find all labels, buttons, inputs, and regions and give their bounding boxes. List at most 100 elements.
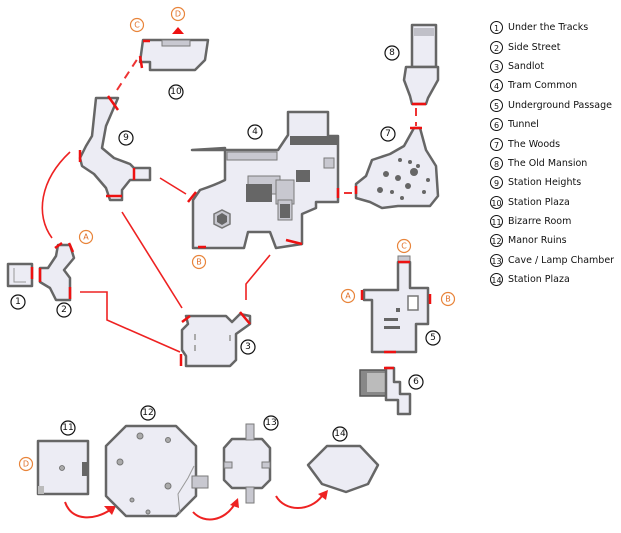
svg-text:8: 8 <box>389 48 395 58</box>
room-number-4: 4 <box>247 124 263 140</box>
legend-number: 1 <box>490 21 503 35</box>
room-number-8: 8 <box>384 45 400 61</box>
arrow-head-11-12 <box>104 506 116 515</box>
marker-d-plaza: D <box>170 6 186 22</box>
legend-label: Cave / Lamp Chamber <box>508 254 615 266</box>
svg-text:11: 11 <box>62 423 73 433</box>
marker-c-plaza: C <box>129 17 145 33</box>
room-number-3: 3 <box>240 339 256 355</box>
svg-text:D: D <box>175 10 181 19</box>
rocks <box>377 158 430 200</box>
legend-label: Station Heights <box>508 177 582 189</box>
svg-text:12: 12 <box>142 408 153 418</box>
svg-text:4: 4 <box>252 127 258 137</box>
svg-text:C: C <box>401 242 407 251</box>
legend-number: 10 <box>490 195 503 209</box>
svg-text:C: C <box>134 21 140 30</box>
svg-text:9: 9 <box>123 133 129 143</box>
room-number-10: 10 <box>168 84 184 100</box>
arrow-12-to-13 <box>192 504 235 521</box>
rocks <box>116 432 172 515</box>
room-manor-ruins[interactable] <box>104 424 209 518</box>
arrow-head-12-13 <box>230 498 239 508</box>
marker-b-tram: B <box>191 254 207 270</box>
connections <box>41 54 417 521</box>
legend-label: Manor Ruins <box>508 235 567 247</box>
room-bizarre-room[interactable] <box>36 439 90 496</box>
legend-label: Tunnel <box>508 119 539 131</box>
legend-number: 14 <box>490 273 503 287</box>
legend-label: Station Plaza <box>508 274 570 286</box>
legend-label: Underground Passage <box>508 99 612 111</box>
link-9-to-4 <box>159 177 187 195</box>
legend-item: 10 Station Plaza <box>490 193 614 212</box>
legend-label: The Woods <box>508 138 561 150</box>
svg-text:D: D <box>23 460 29 469</box>
legend-label: Bizarre Room <box>508 216 572 228</box>
room-under-the-tracks[interactable] <box>6 262 34 288</box>
svg-text:6: 6 <box>413 377 419 387</box>
svg-text:3: 3 <box>245 342 251 352</box>
link-9-to-10 <box>116 54 141 91</box>
room-number-9: 9 <box>118 130 134 146</box>
legend-item: 12 Manor Ruins <box>490 231 614 250</box>
link-2-to-3 <box>80 291 181 353</box>
legend-label: Side Street <box>508 41 561 53</box>
room-the-old-mansion[interactable] <box>402 23 440 106</box>
room-underground-passage[interactable] <box>360 255 432 354</box>
exit-arrow-icon <box>172 27 184 34</box>
legend-label: Sandlot <box>508 60 545 72</box>
room-number-12: 12 <box>140 405 156 421</box>
legend-number: 3 <box>490 59 503 73</box>
arrow-head-13-14 <box>318 490 328 500</box>
room-number-14: 14 <box>332 426 348 442</box>
link-3-to-4 <box>245 254 271 300</box>
legend-number: 12 <box>490 234 503 248</box>
arrow-13-to-14 <box>275 495 323 509</box>
room-tram-common[interactable] <box>187 110 340 250</box>
legend-item: 14 Station Plaza <box>490 270 614 289</box>
room-station-plaza[interactable] <box>138 27 210 72</box>
svg-text:1: 1 <box>15 297 21 307</box>
room-sandlot[interactable] <box>179 311 252 368</box>
svg-text:2: 2 <box>61 305 67 315</box>
room-number-7: 7 <box>380 126 396 142</box>
room-number-11: 11 <box>60 420 76 436</box>
legend-number: 13 <box>490 253 503 267</box>
svg-text:A: A <box>345 292 351 301</box>
transfer-markers: A A B B C C D D <box>18 6 456 472</box>
svg-text:B: B <box>196 258 202 267</box>
svg-text:10: 10 <box>170 87 182 97</box>
svg-text:14: 14 <box>334 429 346 439</box>
room-the-woods[interactable] <box>354 126 440 210</box>
room-station-plaza-2[interactable] <box>306 444 380 494</box>
room-labels: 1 2 3 4 5 6 7 8 9 10 11 12 13 14 <box>10 45 441 442</box>
legend-number: 7 <box>490 137 503 151</box>
marker-a-passage: A <box>340 288 356 304</box>
room-station-heights[interactable] <box>78 95 152 202</box>
room-side-street[interactable] <box>38 241 76 302</box>
room-cave-lamp-chamber[interactable] <box>222 423 272 504</box>
legend-item: 13 Cave / Lamp Chamber <box>490 251 614 270</box>
legend-item: 3 Sandlot <box>490 57 614 76</box>
legend-item: 11 Bizarre Room <box>490 212 614 231</box>
svg-text:5: 5 <box>430 333 436 343</box>
legend-label: Under the Tracks <box>508 22 589 34</box>
legend-label: Station Plaza <box>508 196 570 208</box>
link-9-to-2 <box>41 151 71 239</box>
legend-label: The Old Mansion <box>508 157 588 169</box>
legend-number: 4 <box>490 79 503 93</box>
legend-number: 11 <box>490 215 503 229</box>
svg-text:7: 7 <box>385 129 391 139</box>
svg-text:A: A <box>83 233 89 242</box>
legend-item: 7 The Woods <box>490 134 614 153</box>
arrow-11-to-12 <box>64 501 111 519</box>
marker-d-bizarre: D <box>18 456 34 472</box>
room-tunnel[interactable] <box>359 366 412 416</box>
